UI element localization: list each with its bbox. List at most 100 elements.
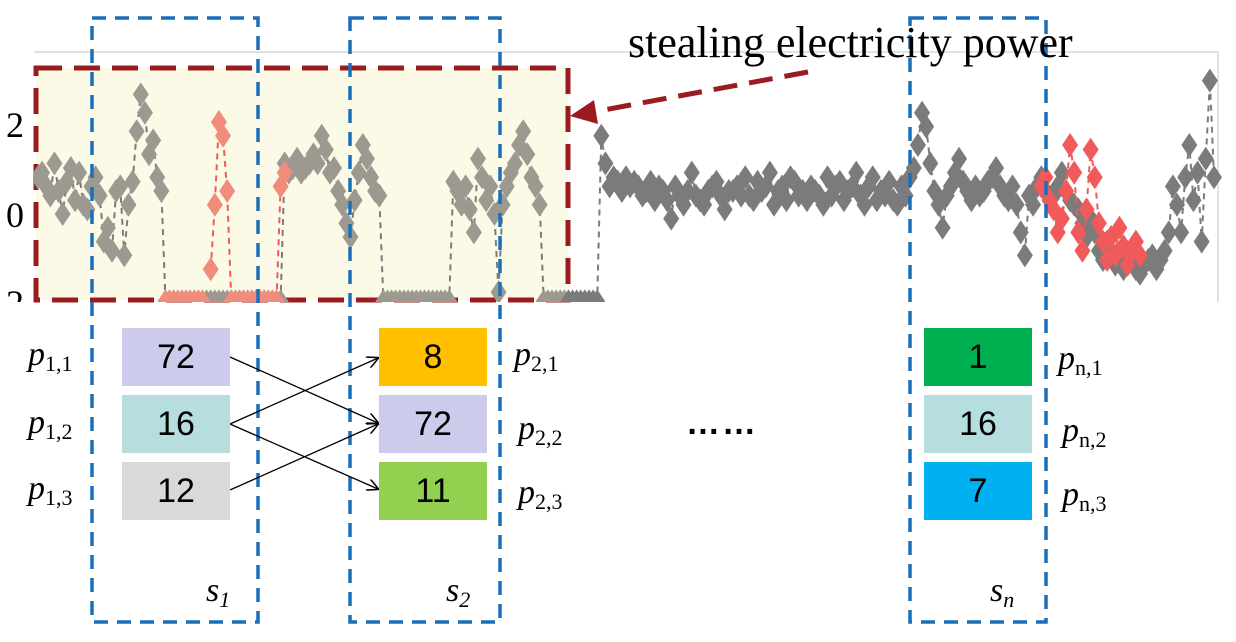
anomaly-series-point (1070, 220, 1087, 245)
window-s1 (90, 16, 260, 624)
normal-series-point (1025, 192, 1042, 217)
normal-series-point (909, 133, 926, 157)
probability-label: p2,2 (518, 410, 563, 450)
normal-series-point (659, 188, 676, 213)
probability-label: p2,1 (514, 336, 559, 376)
normal-series-point (918, 114, 935, 139)
anomaly-series-point (1111, 215, 1128, 240)
normal-series-point (1156, 238, 1173, 263)
normal-series-point (1206, 165, 1222, 190)
anomaly-series-point (1062, 133, 1079, 157)
anomaly-series-point (1037, 165, 1054, 190)
state-box: 16 (122, 395, 230, 453)
anomaly-series-point (1115, 234, 1132, 259)
window-s2 (348, 16, 502, 624)
normal-series-point (371, 183, 388, 208)
normal-series-point (881, 169, 898, 194)
normal-series-point (716, 197, 733, 222)
probability-label: p1,3 (28, 470, 73, 510)
state-box: 1 (924, 328, 1032, 386)
probability-label: pn,2 (1062, 412, 1107, 452)
normal-series-point (1189, 160, 1206, 185)
normal-series-point (46, 151, 63, 176)
normal-series-point (1201, 68, 1218, 93)
normal-series-point (515, 119, 532, 144)
probability-label: p2,3 (518, 474, 563, 514)
normal-series-point (683, 160, 700, 185)
normal-series-point (465, 220, 482, 245)
state-box: 7 (924, 462, 1032, 520)
normal-series-point (733, 183, 750, 208)
anomaly-series-point (276, 160, 293, 185)
normal-series-point (1053, 160, 1070, 185)
y-tick-label: 2 (6, 105, 24, 145)
normal-series-point (1181, 133, 1198, 157)
normal-series-point (1197, 146, 1214, 171)
anomaly-series-point (1057, 179, 1074, 203)
normal-series-point (317, 137, 334, 162)
window-sn (908, 16, 1048, 624)
normal-series-point (527, 174, 544, 199)
anomaly-series-point (215, 123, 232, 148)
normal-series-point (988, 156, 1005, 180)
normal-series-point (1173, 220, 1190, 245)
normal-series-point (1185, 188, 1202, 213)
transition-arrow (229, 358, 378, 425)
state-box: 72 (122, 328, 230, 386)
normal-series-point (128, 119, 145, 144)
normal-series-point (54, 202, 71, 226)
normal-series-point (482, 174, 499, 199)
probability-label: p1,2 (28, 404, 73, 444)
anomaly-series-point (1086, 165, 1103, 190)
state-box: 11 (379, 462, 487, 520)
probability-label: p1,1 (28, 336, 73, 376)
normal-series-point (124, 169, 141, 194)
normal-series-point (99, 215, 116, 240)
normal-series-point (153, 179, 170, 203)
normal-series-point (1177, 165, 1194, 190)
series-layer (34, 68, 1222, 302)
normal-series-point (506, 151, 523, 176)
normal-series-point (951, 146, 968, 171)
normal-series-point (856, 192, 873, 217)
annotation-arrowhead (570, 100, 598, 124)
stealing-annotation: stealing electricity power (628, 18, 1073, 67)
normal-series-point (1004, 174, 1021, 199)
normal-series-point (358, 146, 375, 171)
anomaly-series-point (194, 289, 211, 302)
normal-series-point (593, 123, 610, 148)
normal-series-point (104, 238, 121, 263)
anomaly-series-point (1053, 206, 1070, 231)
normal-series-point (1160, 220, 1177, 245)
state-box: 12 (122, 462, 230, 520)
normal-series-point (120, 192, 137, 217)
normal-series-point (469, 146, 486, 171)
normal-series-point (1012, 220, 1029, 245)
anomaly-series-point (1131, 243, 1148, 268)
normal-series-point (519, 142, 536, 167)
normal-series-point (1164, 174, 1181, 199)
ellipsis: …… (686, 404, 758, 442)
normal-series-point (441, 289, 458, 302)
annotation-arrow (581, 69, 809, 117)
normal-series-point (597, 151, 614, 176)
normal-series-point (589, 289, 606, 302)
normal-series-point (457, 174, 474, 199)
window-label: sn (990, 572, 1015, 612)
anomaly-series-point (1074, 238, 1091, 263)
normal-series-point (136, 100, 153, 125)
normal-series-point (864, 165, 881, 190)
normal-series-point (309, 151, 326, 176)
normal-series-point (737, 165, 754, 190)
normal-series-point (461, 197, 478, 222)
normal-series-point (1016, 243, 1033, 268)
normal-series-point (334, 192, 351, 217)
window-label: s2 (446, 572, 471, 612)
y-tick-label: 2 (6, 282, 24, 302)
anomaly-series-point (1090, 211, 1107, 236)
y-tick-label: 0 (6, 195, 24, 235)
state-box: 8 (379, 328, 487, 386)
normal-series-point (350, 160, 367, 185)
